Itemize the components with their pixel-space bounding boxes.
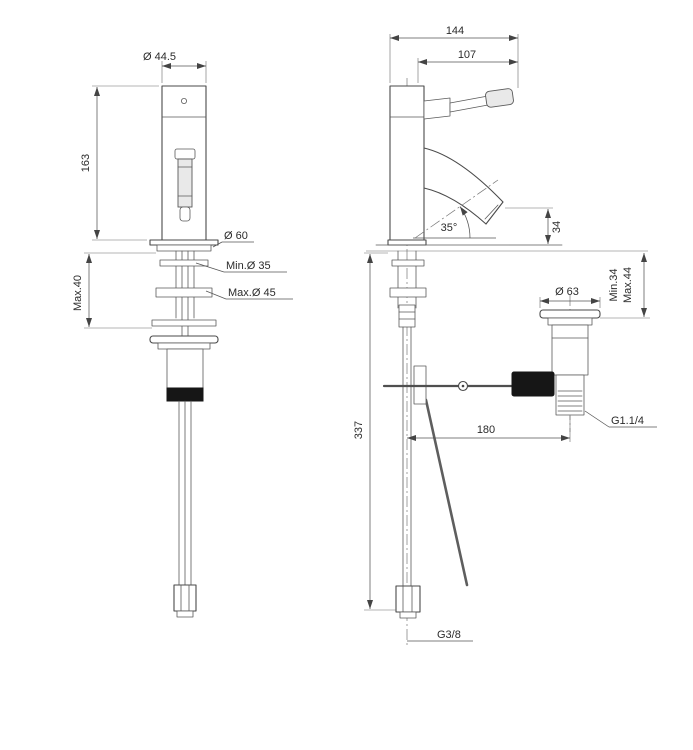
deck-side	[366, 239, 648, 252]
flexible-hose-diagonal	[424, 398, 469, 587]
drain-nut-front	[173, 584, 197, 612]
dim-drain-deck-min-label: Min.34	[608, 268, 620, 301]
dim-supply-thread: G3/8	[407, 629, 473, 642]
drain-tailpiece	[555, 374, 585, 416]
handle-side	[423, 88, 514, 120]
dim-drain-diameter: Ø 63	[539, 286, 601, 308]
dim-base-diameter: Ø 60	[212, 230, 254, 248]
dim-drain-thread: G1.1/4	[584, 410, 657, 428]
handle-front	[174, 148, 196, 222]
side-view: 35° 34 144 107	[353, 25, 657, 648]
hose-nut	[395, 585, 421, 613]
dim-hose-length: 337	[353, 252, 396, 611]
dim-deck-max: Max.40	[72, 252, 156, 329]
dim-drain-diameter-label: Ø 63	[555, 286, 579, 298]
dim-total-depth-label: 144	[446, 25, 464, 37]
hose-fitting	[398, 304, 416, 328]
drain-assembly-side	[511, 295, 601, 432]
dim-hole-min-label: Min.Ø 35	[226, 260, 271, 272]
dim-deck-max-label: Max.40	[72, 275, 84, 311]
dim-drain-deck: Min.34 Max.44	[600, 253, 650, 319]
dim-handle-depth: 107	[417, 49, 518, 83]
aerator-face	[484, 204, 499, 220]
dim-supply-thread-label: G3/8	[437, 629, 461, 641]
dim-handle-depth-label: 107	[458, 49, 476, 61]
washer-side	[391, 259, 425, 267]
dim-spout-height: 34	[505, 207, 563, 244]
base-side	[387, 239, 427, 246]
dim-body-height-label: 163	[80, 154, 92, 172]
dim-top-diameter-label: Ø 44.5	[143, 51, 176, 63]
dim-total-depth: 144	[389, 25, 519, 88]
dim-base-diameter-label: Ø 60	[224, 230, 248, 242]
front-view: Ø 44.5 163 Ø 60 Min.Ø 35 Max.Ø 45	[72, 51, 293, 618]
dim-body-height: 163	[80, 85, 159, 241]
knurled-nut-side	[511, 371, 555, 397]
knurled-band-front	[166, 387, 204, 402]
dim-spout-height-label: 34	[551, 221, 563, 233]
dim-hole-max: Max.Ø 45	[205, 287, 293, 300]
mounting-nut-side	[389, 287, 427, 298]
supply-hoses	[395, 326, 469, 619]
dim-hose-length-label: 337	[353, 421, 365, 439]
drain-assembly-front	[149, 335, 219, 618]
mounting-hardware-front	[151, 250, 217, 337]
dim-spout-angle: 35°	[413, 179, 499, 239]
dim-drain-deck-max-label: Max.44	[622, 267, 634, 303]
dim-rod-offset: 180	[407, 416, 571, 442]
handle-grip	[485, 88, 514, 108]
mounting-nut-front	[155, 287, 213, 298]
washer-front	[159, 259, 209, 267]
dim-hole-max-label: Max.Ø 45	[228, 287, 276, 299]
dim-drain-thread-label: G1.1/4	[611, 415, 644, 427]
dim-top-diameter: Ø 44.5	[143, 51, 207, 83]
lock-washer-front	[151, 319, 217, 327]
dim-hole-min: Min.Ø 35	[195, 260, 287, 273]
spout-side	[423, 147, 504, 225]
faucet-body-side	[389, 85, 425, 241]
aerator-dot	[180, 98, 187, 105]
base-front	[149, 239, 219, 252]
dim-spout-angle-label: 35°	[441, 222, 458, 234]
mounting-hardware-side	[389, 250, 427, 328]
dim-rod-offset-label: 180	[477, 424, 495, 436]
